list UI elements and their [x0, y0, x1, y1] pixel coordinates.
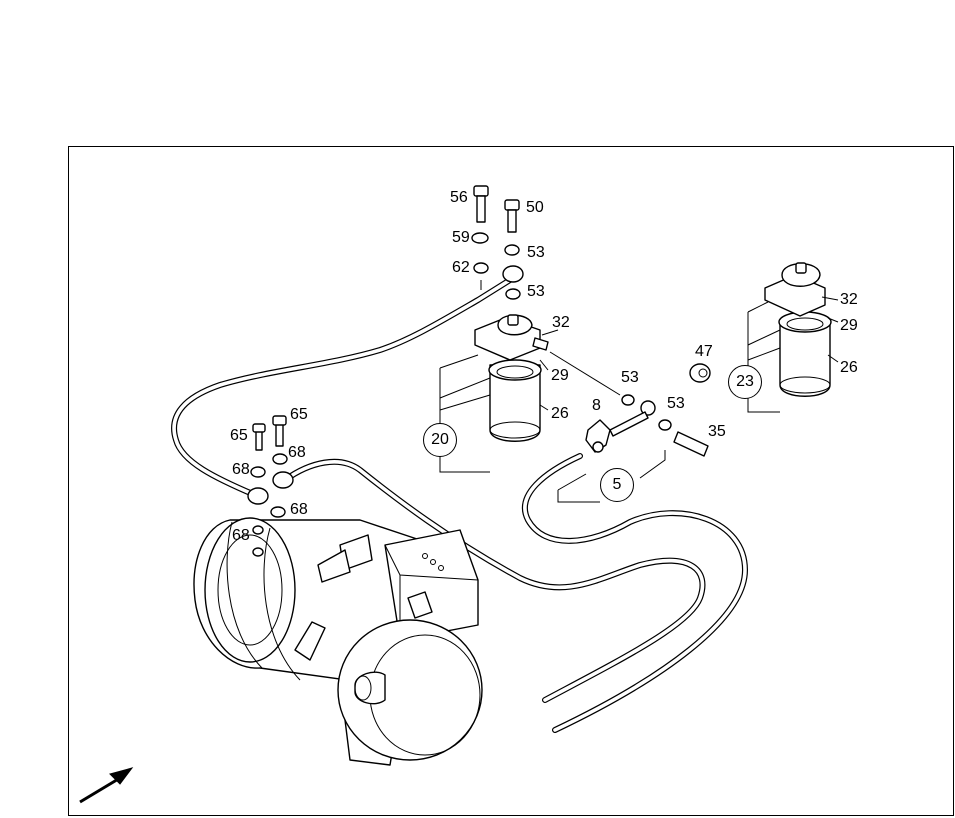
- assembly-callout-5: 5: [600, 468, 634, 502]
- callout-47: 47: [695, 343, 713, 360]
- callout-29: 29: [840, 317, 858, 334]
- direction-arrow-icon: [79, 767, 134, 804]
- callout-65: 65: [230, 427, 248, 444]
- callout-68: 68: [290, 501, 308, 518]
- callout-26: 26: [840, 359, 858, 376]
- callout-32: 32: [552, 314, 570, 331]
- fuel-filter-23: [764, 262, 832, 397]
- callout-56: 56: [450, 189, 468, 206]
- callout-26: 26: [551, 405, 569, 422]
- callout-8: 8: [592, 397, 601, 414]
- heater-unit: [193, 517, 483, 766]
- callout-35: 35: [708, 423, 726, 440]
- fitting-stack-left: [247, 415, 294, 518]
- callout-65: 65: [290, 406, 308, 423]
- leader-lines: [439, 280, 839, 503]
- callout-68: 68: [232, 527, 250, 544]
- fuel-line-upper: [171, 277, 513, 498]
- fuel-filter-20: [474, 314, 549, 442]
- fitting-stack-top: [471, 185, 524, 300]
- assembly-callout-20: 20: [423, 423, 457, 457]
- callout-53: 53: [527, 244, 545, 261]
- fuel-line-lower: [521, 453, 748, 733]
- drawing-frame: [68, 146, 954, 816]
- callout-50: 50: [526, 199, 544, 216]
- callout-62: 62: [452, 259, 470, 276]
- callout-32: 32: [840, 291, 858, 308]
- assembly-callout-23: 23: [728, 365, 762, 399]
- fuel-line-middle: [282, 458, 706, 703]
- fittings-group-5: [585, 363, 711, 457]
- callout-59: 59: [452, 229, 470, 246]
- callout-53: 53: [621, 369, 639, 386]
- callout-53: 53: [667, 395, 685, 412]
- callout-68: 68: [232, 461, 250, 478]
- callout-29: 29: [551, 367, 569, 384]
- callout-53: 53: [527, 283, 545, 300]
- callout-68: 68: [288, 444, 306, 461]
